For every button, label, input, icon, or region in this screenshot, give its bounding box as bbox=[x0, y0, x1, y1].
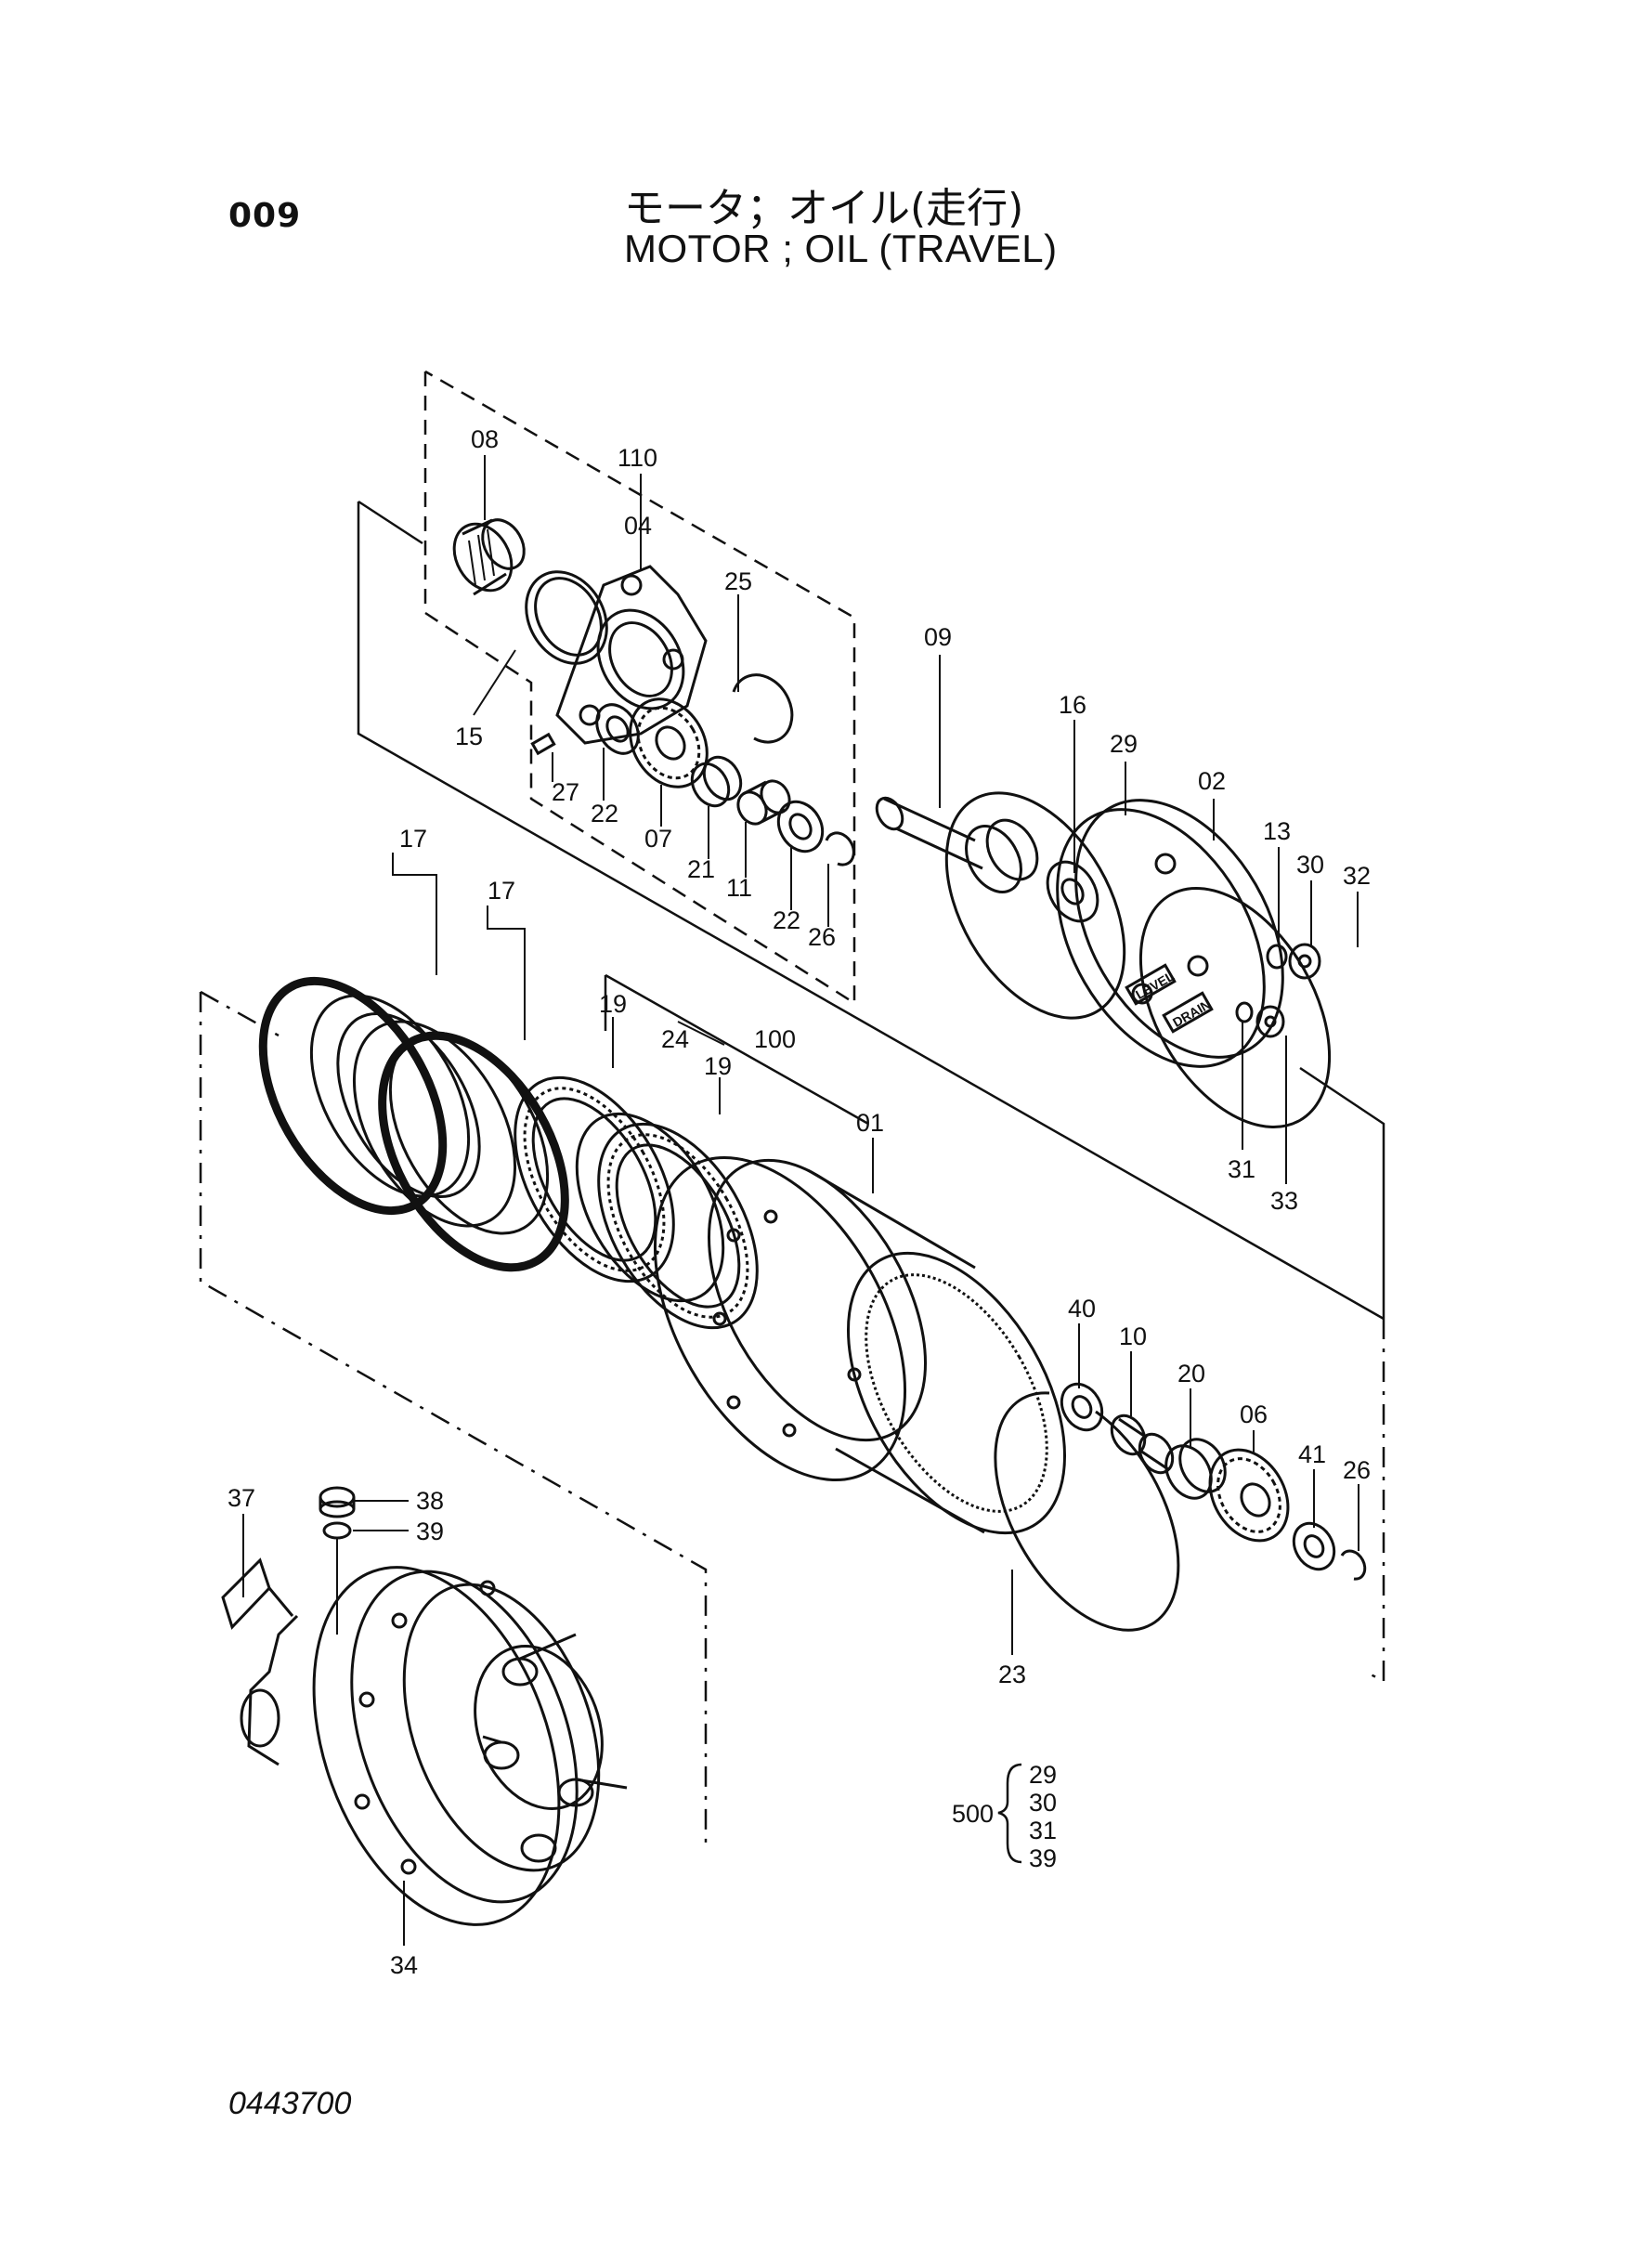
callout-31: 31 bbox=[1228, 1155, 1255, 1183]
callout-22b: 22 bbox=[773, 906, 800, 934]
part-33-plug bbox=[1255, 1005, 1285, 1038]
part-01-housing bbox=[653, 1156, 1067, 1535]
callout-17b: 17 bbox=[488, 877, 515, 905]
kit-member-31: 31 bbox=[1029, 1817, 1057, 1844]
group-box-lower bbox=[199, 990, 1385, 1848]
part-17b-seal bbox=[378, 1031, 569, 1272]
callout-09: 09 bbox=[924, 623, 952, 651]
part-26b-snapring bbox=[1340, 1549, 1367, 1581]
group-box-110 bbox=[423, 370, 856, 1006]
kit-member-29: 29 bbox=[1029, 1761, 1057, 1789]
part-34-motor bbox=[240, 1566, 628, 1926]
kit-member-30: 30 bbox=[1029, 1789, 1057, 1817]
callout-10: 10 bbox=[1119, 1322, 1147, 1350]
kit-id: 500 bbox=[952, 1800, 994, 1828]
callout-20: 20 bbox=[1177, 1360, 1205, 1388]
part-17a-seal bbox=[258, 976, 517, 1228]
callout-16: 16 bbox=[1059, 691, 1086, 719]
callout-110: 110 bbox=[618, 444, 657, 472]
callout-11: 11 bbox=[726, 874, 752, 902]
callout-24: 24 bbox=[661, 1025, 689, 1053]
callout-32: 32 bbox=[1343, 862, 1371, 890]
title-japanese: モータ；オイル(走行) bbox=[624, 185, 1024, 232]
part-02-cover bbox=[1056, 799, 1284, 1068]
callout-39: 39 bbox=[416, 1518, 444, 1545]
part-02-gasket bbox=[1138, 887, 1332, 1128]
part-37-plate bbox=[221, 1557, 294, 1630]
callout-27: 27 bbox=[552, 778, 579, 806]
kit-brace bbox=[997, 1763, 1022, 1864]
callout-06: 06 bbox=[1240, 1401, 1268, 1428]
kit-member-39: 39 bbox=[1029, 1844, 1057, 1872]
group-box-upper bbox=[357, 500, 1385, 1321]
callout-26a: 26 bbox=[808, 923, 836, 951]
part-08-pinion bbox=[452, 518, 526, 596]
callout-23: 23 bbox=[998, 1661, 1026, 1688]
callout-33: 33 bbox=[1270, 1187, 1298, 1215]
callout-100: 100 bbox=[754, 1025, 796, 1053]
callout-40: 40 bbox=[1068, 1295, 1096, 1322]
callout-08: 08 bbox=[471, 425, 499, 453]
part-26a-snapring bbox=[825, 831, 855, 866]
part-23-snapring bbox=[994, 1391, 1180, 1632]
part-38-plug bbox=[319, 1486, 356, 1518]
part-29-oring bbox=[944, 791, 1126, 1020]
part-22a-washer bbox=[595, 703, 640, 755]
group-box-100 bbox=[604, 973, 1385, 1319]
part-15-oring bbox=[525, 570, 608, 665]
callout-02: 02 bbox=[1198, 767, 1226, 795]
part-32-plug bbox=[1288, 943, 1321, 980]
part-25-snapring bbox=[732, 673, 794, 744]
part-41-washer bbox=[1292, 1521, 1336, 1571]
callout-15: 15 bbox=[455, 723, 483, 750]
part-19b-bearing bbox=[597, 1122, 759, 1330]
part-40-washer bbox=[1060, 1382, 1104, 1432]
callout-38: 38 bbox=[416, 1487, 444, 1515]
part-30-oring bbox=[1266, 944, 1288, 970]
callout-04: 04 bbox=[624, 512, 652, 540]
callout-37: 37 bbox=[228, 1484, 255, 1512]
document-code: 0443700 bbox=[228, 2086, 352, 2121]
callout-01: 01 bbox=[856, 1109, 884, 1137]
callout-21: 21 bbox=[687, 855, 715, 883]
leader-lines bbox=[242, 455, 1359, 1946]
callout-07: 07 bbox=[644, 825, 672, 853]
title-english: MOTOR ; OIL (TRAVEL) bbox=[624, 227, 1058, 270]
part-31-oring bbox=[1235, 1001, 1254, 1023]
callout-26b: 26 bbox=[1343, 1456, 1371, 1484]
callout-25: 25 bbox=[724, 567, 752, 595]
part-21-bearing bbox=[690, 755, 743, 808]
part-22b-washer bbox=[776, 800, 825, 853]
callout-29: 29 bbox=[1110, 730, 1138, 758]
part-06-gear bbox=[1208, 1448, 1290, 1543]
callout-30: 30 bbox=[1296, 851, 1324, 879]
part-10-collar bbox=[1110, 1414, 1175, 1475]
page-number: 009 bbox=[228, 197, 302, 235]
callout-17a: 17 bbox=[399, 825, 427, 853]
part-39-oring bbox=[322, 1521, 352, 1540]
callout-19a: 19 bbox=[599, 990, 627, 1018]
callout-41: 41 bbox=[1298, 1440, 1326, 1468]
part-27-pin bbox=[530, 732, 556, 756]
callout-34: 34 bbox=[390, 1951, 418, 1979]
callout-13: 13 bbox=[1263, 817, 1291, 845]
callout-22a: 22 bbox=[591, 800, 618, 827]
callout-labels: 08 110 04 25 09 16 29 02 13 30 32 15 27 … bbox=[228, 425, 1371, 1979]
callout-19b: 19 bbox=[704, 1052, 732, 1080]
part-09-shaft bbox=[875, 796, 1039, 893]
